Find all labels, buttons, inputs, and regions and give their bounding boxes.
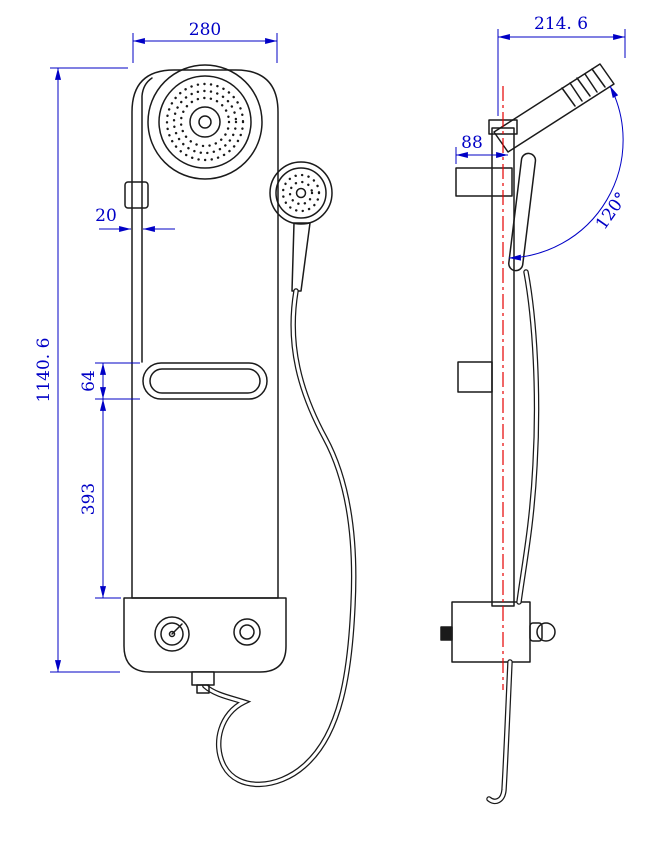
front-view	[123, 64, 333, 673]
dimension-annotations: 280 214. 6 88 20 1140. 6	[34, 14, 632, 673]
dim-front-width-lines	[132, 33, 278, 63]
dim-overall-height-lines	[50, 67, 128, 673]
dim-lower-section: 393	[79, 483, 99, 515]
mid-wall-bracket	[457, 361, 493, 393]
shelf-slot	[142, 362, 268, 400]
dim-shelf-height-lines	[95, 362, 140, 400]
dim-head-angle: 120°	[592, 189, 632, 234]
dim-head-angle-arc	[508, 85, 624, 261]
rail-slider-block	[124, 181, 149, 209]
dim-shelf-height: 64	[79, 370, 99, 392]
dim-rail-inset: 20	[95, 206, 117, 226]
shower-hose-front	[200, 288, 357, 788]
dim-front-width: 280	[189, 20, 221, 40]
side-knob-stem	[529, 622, 543, 642]
bottom-unit	[451, 601, 531, 663]
hose-outlet	[191, 671, 215, 694]
rain-shower-head	[147, 64, 263, 180]
dim-side-depth-lines	[497, 29, 626, 116]
hand-shower	[269, 161, 333, 292]
control-box	[123, 597, 287, 673]
dim-side-depth: 214. 6	[534, 14, 588, 34]
dim-overall-height: 1140. 6	[34, 338, 54, 403]
inlet-stub	[440, 626, 453, 641]
right-knob	[233, 618, 261, 646]
dim-bracket-depth: 88	[461, 133, 483, 153]
side-rail-line	[141, 77, 153, 363]
side-view	[440, 63, 615, 663]
hand-shower-handle	[291, 222, 311, 292]
shower-hose-side	[486, 269, 540, 804]
side-knob	[536, 622, 556, 642]
angled-shower-head	[493, 63, 615, 153]
left-knob	[154, 616, 190, 652]
dim-lower-section-lines	[95, 399, 121, 599]
dim-bracket-depth-lines	[455, 147, 508, 164]
panel-body	[131, 69, 279, 599]
